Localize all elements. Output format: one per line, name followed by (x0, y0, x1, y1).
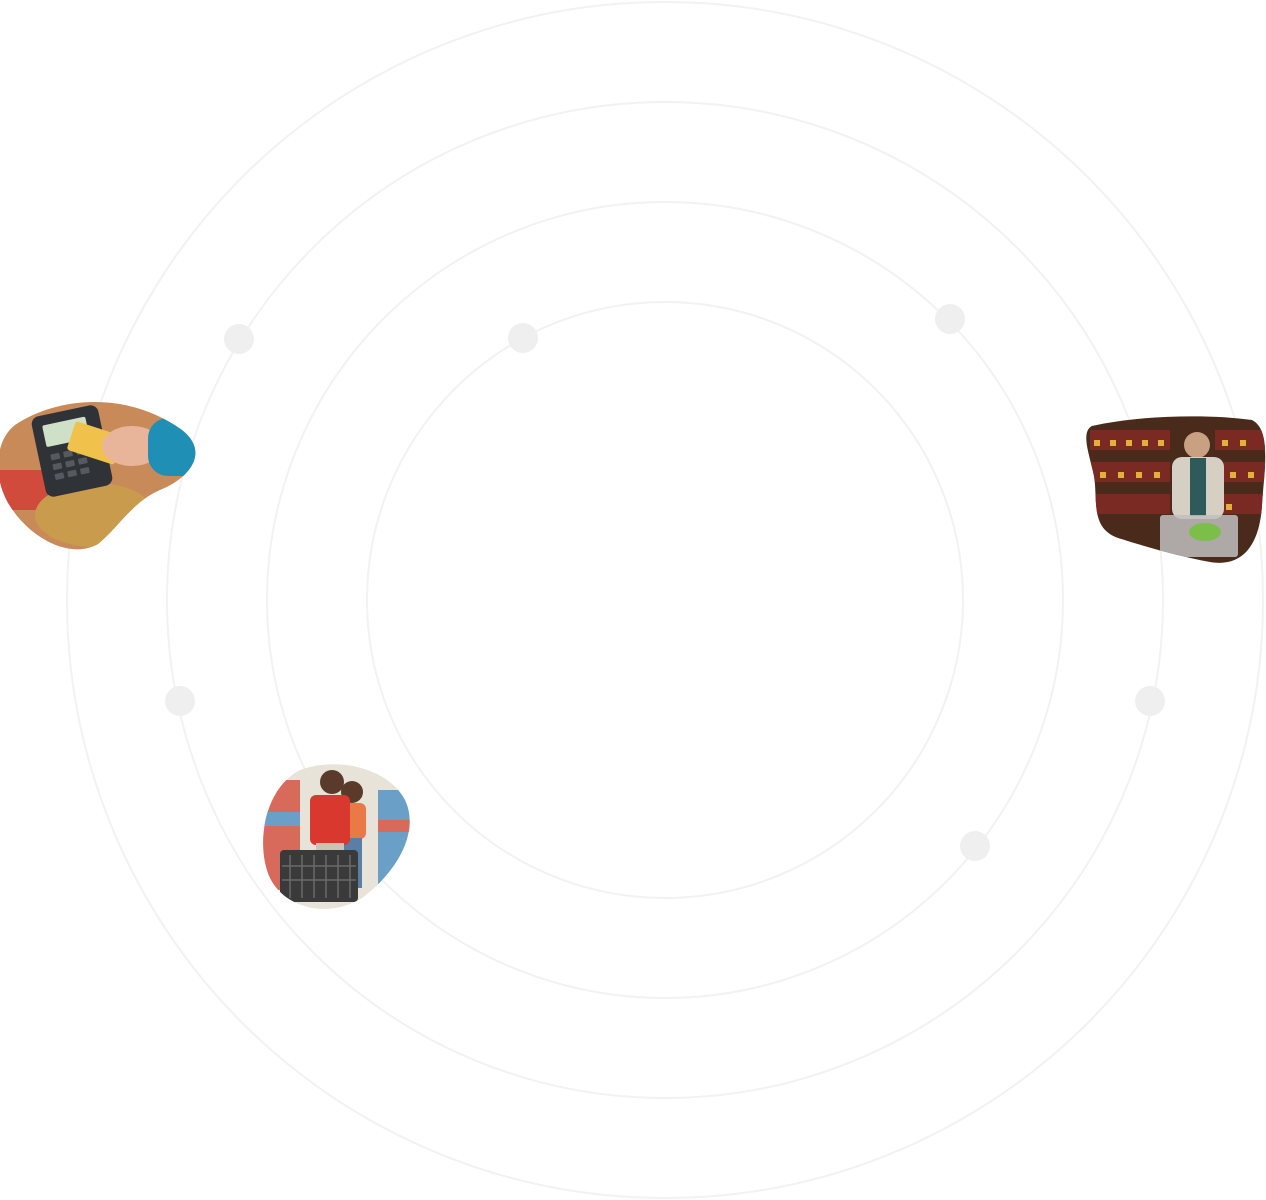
man-shirt (1190, 458, 1206, 516)
man-head (1184, 432, 1210, 458)
orbit-ring-third (166, 101, 1164, 1099)
orbit-ring-outer (66, 1, 1264, 1199)
man-head (320, 770, 344, 794)
orbit-dot (935, 304, 965, 334)
shelf-right (378, 790, 410, 890)
orbit-ring-second (266, 201, 1064, 999)
orbit-dot (508, 323, 538, 353)
cart-grid (282, 855, 356, 898)
vegetables (1189, 523, 1221, 541)
bottle-labels (1094, 440, 1254, 510)
man-shirt (310, 795, 350, 845)
orbit-dot (165, 686, 195, 716)
payment-terminal-photo (0, 401, 196, 550)
shelf-left-stripe (263, 812, 300, 826)
orbit-ring-inner (366, 301, 964, 899)
shopping-cart-photo (263, 764, 410, 909)
hand (102, 426, 162, 466)
orbit-dot (960, 831, 990, 861)
orbit-dot (1135, 686, 1165, 716)
food-items (53, 498, 137, 537)
shopping-cart (280, 850, 358, 902)
shelf-right-stripe (378, 820, 410, 832)
wine-aisle-photo (1086, 416, 1266, 563)
orbit-dot (224, 324, 254, 354)
